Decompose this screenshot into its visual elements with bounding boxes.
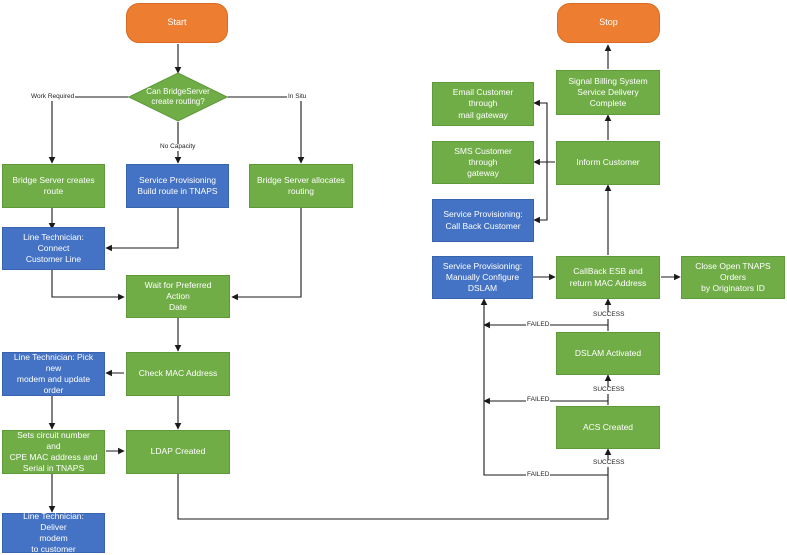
edge-sp-build-to-connect-line bbox=[105, 208, 179, 252]
edge-connect-line-to-wait bbox=[51, 270, 125, 301]
label-success-callback: SUCCESS bbox=[592, 311, 626, 319]
check-mac-box: Check MAC Address bbox=[126, 352, 230, 396]
sp-manual-dslam-box: Service Provisioning: Manually Configure… bbox=[432, 256, 533, 299]
sets-circuit-box: Sets circuit number and CPE MAC address … bbox=[2, 430, 105, 474]
ldap-created-box: LDAP Created bbox=[126, 430, 230, 474]
label-success-dslam: SUCCESS bbox=[592, 386, 626, 394]
routing-decision-diamond bbox=[128, 72, 228, 122]
sp-build-route-box: Service Provisioning Build route in TNAP… bbox=[126, 164, 229, 208]
bridge-creates-route-box: Bridge Server creates route bbox=[2, 164, 105, 208]
label-failed-dslam: FAILED bbox=[526, 396, 551, 404]
lt-deliver-modem-box: Line Technician: Deliver modem to custom… bbox=[2, 511, 105, 554]
label-success-acs: SUCCESS bbox=[592, 459, 626, 467]
edge-decision-work-required bbox=[48, 96, 130, 164]
inform-customer-box: Inform Customer bbox=[556, 141, 660, 185]
callback-esb-box: CallBack ESB and return MAC Address bbox=[556, 256, 660, 299]
routing-decision-label: Can BridgeServer create routing? bbox=[146, 87, 210, 106]
start-terminal: Start bbox=[126, 3, 228, 43]
label-failed-callback: FAILED bbox=[526, 321, 551, 329]
acs-created-box: ACS Created bbox=[556, 406, 660, 449]
label-in-situ: In Situ bbox=[287, 93, 308, 101]
close-orders-box: Close Open TNAPS Orders by Originators I… bbox=[681, 256, 785, 299]
sp-callback-customer-box: Service Provisioning: Call Back Customer bbox=[432, 199, 534, 242]
edge-ldap-to-acs bbox=[177, 448, 612, 520]
edge-decision-in-situ bbox=[226, 96, 305, 164]
edge-allocate-to-wait bbox=[231, 208, 302, 301]
dslam-activated-box: DSLAM Activated bbox=[556, 332, 660, 375]
wait-preferred-date-box: Wait for Preferred Action Date bbox=[126, 275, 230, 318]
label-failed-acs: FAILED bbox=[526, 471, 551, 479]
lt-connect-line-box: Line Technician: Connect Customer Line bbox=[2, 227, 105, 270]
edge-acs-failed bbox=[480, 298, 608, 476]
label-no-capacity: No Capacity bbox=[159, 143, 197, 151]
sms-customer-box: SMS Customer through gateway bbox=[432, 141, 534, 184]
signal-billing-box: Signal Billing System Service Delivery C… bbox=[556, 70, 660, 115]
edge-inform-to-callback-customer bbox=[533, 162, 548, 224]
bridge-allocates-routing-box: Bridge Server allocates routing bbox=[249, 164, 353, 208]
edge-inform-to-email bbox=[533, 99, 548, 162]
email-customer-box: Email Customer through mail gateway bbox=[432, 82, 534, 126]
label-work-required: Work Required bbox=[30, 93, 76, 101]
lt-pick-modem-box: Line Technician: Pick new modem and upda… bbox=[2, 352, 105, 396]
stop-terminal: Stop bbox=[557, 3, 660, 43]
